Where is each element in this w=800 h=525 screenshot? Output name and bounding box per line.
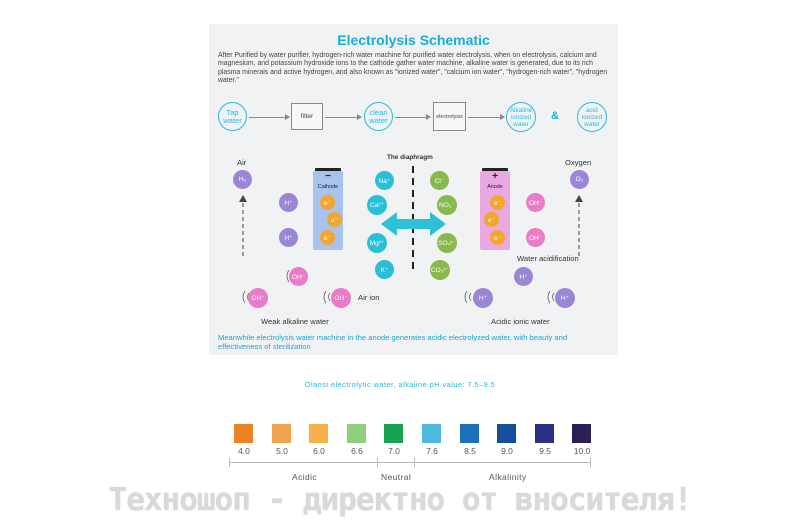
wave-mark xyxy=(469,292,472,302)
ph-value-label: 4.0 xyxy=(238,446,250,456)
clean-water-node: clean water xyxy=(364,102,393,131)
air-label: Air xyxy=(237,158,247,167)
electron: e⁻ xyxy=(320,195,335,210)
wave-mark xyxy=(286,269,290,283)
chloride-ion: Cl⁻ xyxy=(430,171,449,190)
air-arrowhead xyxy=(239,195,247,202)
ph-swatch xyxy=(460,424,479,443)
ph-value-label: 10.0 xyxy=(573,446,591,456)
electrolysis-schematic-panel: Electrolysis Schematic After Purified by… xyxy=(209,24,618,355)
electron: e⁻ xyxy=(484,212,499,227)
electron: e⁻ xyxy=(320,230,335,245)
h-plus-ion: H⁺ xyxy=(514,267,533,286)
hydroxide-ion: OH⁻ xyxy=(248,288,268,308)
ph-swatch xyxy=(234,424,253,443)
sulfate-ion: SO₄²⁻ xyxy=(437,233,457,253)
electrolysis-node: electrolysis xyxy=(433,102,466,131)
acidic-label: Acidic xyxy=(292,472,318,482)
cathode-cap xyxy=(315,168,341,172)
potassium-ion: K⁺ xyxy=(375,260,394,279)
wave-mark xyxy=(323,290,327,304)
ph-tick xyxy=(229,458,230,467)
neutral-label: Neutral xyxy=(381,472,412,482)
ph-value-label: 7.0 xyxy=(388,446,400,456)
h-plus-ion: H⁺ xyxy=(279,193,298,212)
air-ion-label: Air ion xyxy=(358,293,380,302)
cathode-sign: − xyxy=(325,171,331,182)
watermark: Техношоп - директно от вносителя! xyxy=(108,482,693,518)
tap-water-node: Tap water xyxy=(218,102,247,131)
h-plus-ion: H⁺ xyxy=(473,288,493,308)
weak-alkaline-water-label: Weak alkaline water xyxy=(261,317,329,326)
anode-label: Anode xyxy=(487,184,503,190)
ph-swatch xyxy=(309,424,328,443)
ph-swatch xyxy=(535,424,554,443)
ph-swatch xyxy=(272,424,291,443)
ph-value-label: 8.5 xyxy=(464,446,476,456)
ph-value-label: 9.5 xyxy=(539,446,551,456)
ph-swatch xyxy=(422,424,441,443)
ph-value-label: 6.0 xyxy=(313,446,325,456)
flow-arrow xyxy=(395,114,431,120)
carbonate-ion: CO₃²⁻ xyxy=(430,260,450,280)
ph-scale-title: Olansi electrolytic water, alkaline pH v… xyxy=(304,380,496,389)
ph-swatch xyxy=(497,424,516,443)
ph-swatch xyxy=(572,424,591,443)
h2-molecule: H₂ xyxy=(233,170,252,189)
calcium-ion: Ca²⁺ xyxy=(367,195,387,215)
wave-mark xyxy=(328,292,331,302)
wave-mark xyxy=(552,292,555,302)
ph-tick xyxy=(590,458,591,467)
electron: e⁻ xyxy=(490,230,505,245)
o2-molecule: O₂ xyxy=(570,170,589,189)
ampersand: & xyxy=(551,110,559,122)
anode-sign: + xyxy=(492,171,498,182)
oxygen-arrowhead xyxy=(575,195,583,202)
acid-water-node: acid ionized water xyxy=(577,102,607,132)
wave-mark xyxy=(547,290,551,304)
schematic-title: Electrolysis Schematic xyxy=(337,32,490,48)
water-acidification-label: Water acidification xyxy=(517,254,579,263)
flow-arrow xyxy=(325,114,362,120)
ph-swatch xyxy=(384,424,403,443)
flow-arrow xyxy=(468,114,505,120)
hydroxide-ion: OH⁻ xyxy=(289,267,308,286)
sodium-ion: Na⁺ xyxy=(375,171,394,190)
magnesium-ion: Mg²⁺ xyxy=(367,233,387,253)
h-plus-ion: H⁺ xyxy=(279,228,298,247)
ph-value-label: 5.0 xyxy=(276,446,288,456)
hydroxide-ion: OH⁻ xyxy=(526,228,545,247)
ion-exchange-arrow xyxy=(381,212,446,236)
h-plus-ion: H⁺ xyxy=(555,288,575,308)
electron: e⁻ xyxy=(490,195,505,210)
wave-mark xyxy=(242,290,246,304)
alkalinity-label: Alkalinity xyxy=(489,472,527,482)
ph-tick xyxy=(414,458,415,467)
cathode-label: Cathode xyxy=(317,184,339,190)
filter-node: filter xyxy=(291,103,323,130)
nitrate-ion: NO₃⁻ xyxy=(437,195,457,215)
hydroxide-ion: OH⁻ xyxy=(526,193,545,212)
anode-cap xyxy=(482,168,508,172)
acidic-ionic-water-label: Acidic ionic water xyxy=(491,317,550,326)
bottom-note: Meanwhile electrolysis water machine in … xyxy=(218,333,568,351)
ph-value-label: 9.0 xyxy=(501,446,513,456)
diaphragm-label: The diaphragm xyxy=(387,154,433,161)
electron: e⁻ xyxy=(327,212,342,227)
hydroxide-ion: OH⁻ xyxy=(331,288,351,308)
schematic-intro: After Purified by water purifier, hydrog… xyxy=(218,52,608,84)
flow-arrow xyxy=(249,114,290,120)
oxygen-label: Oxygen xyxy=(565,158,592,167)
ph-swatch xyxy=(347,424,366,443)
ph-tick xyxy=(377,458,378,467)
alkaline-water-node: Alkaline ionized water xyxy=(506,102,536,132)
schematic-drawing xyxy=(239,166,583,304)
wave-mark xyxy=(464,290,468,304)
ph-scale-line xyxy=(229,462,590,463)
ph-value-label: 7.6 xyxy=(426,446,438,456)
ph-value-label: 6.6 xyxy=(351,446,363,456)
